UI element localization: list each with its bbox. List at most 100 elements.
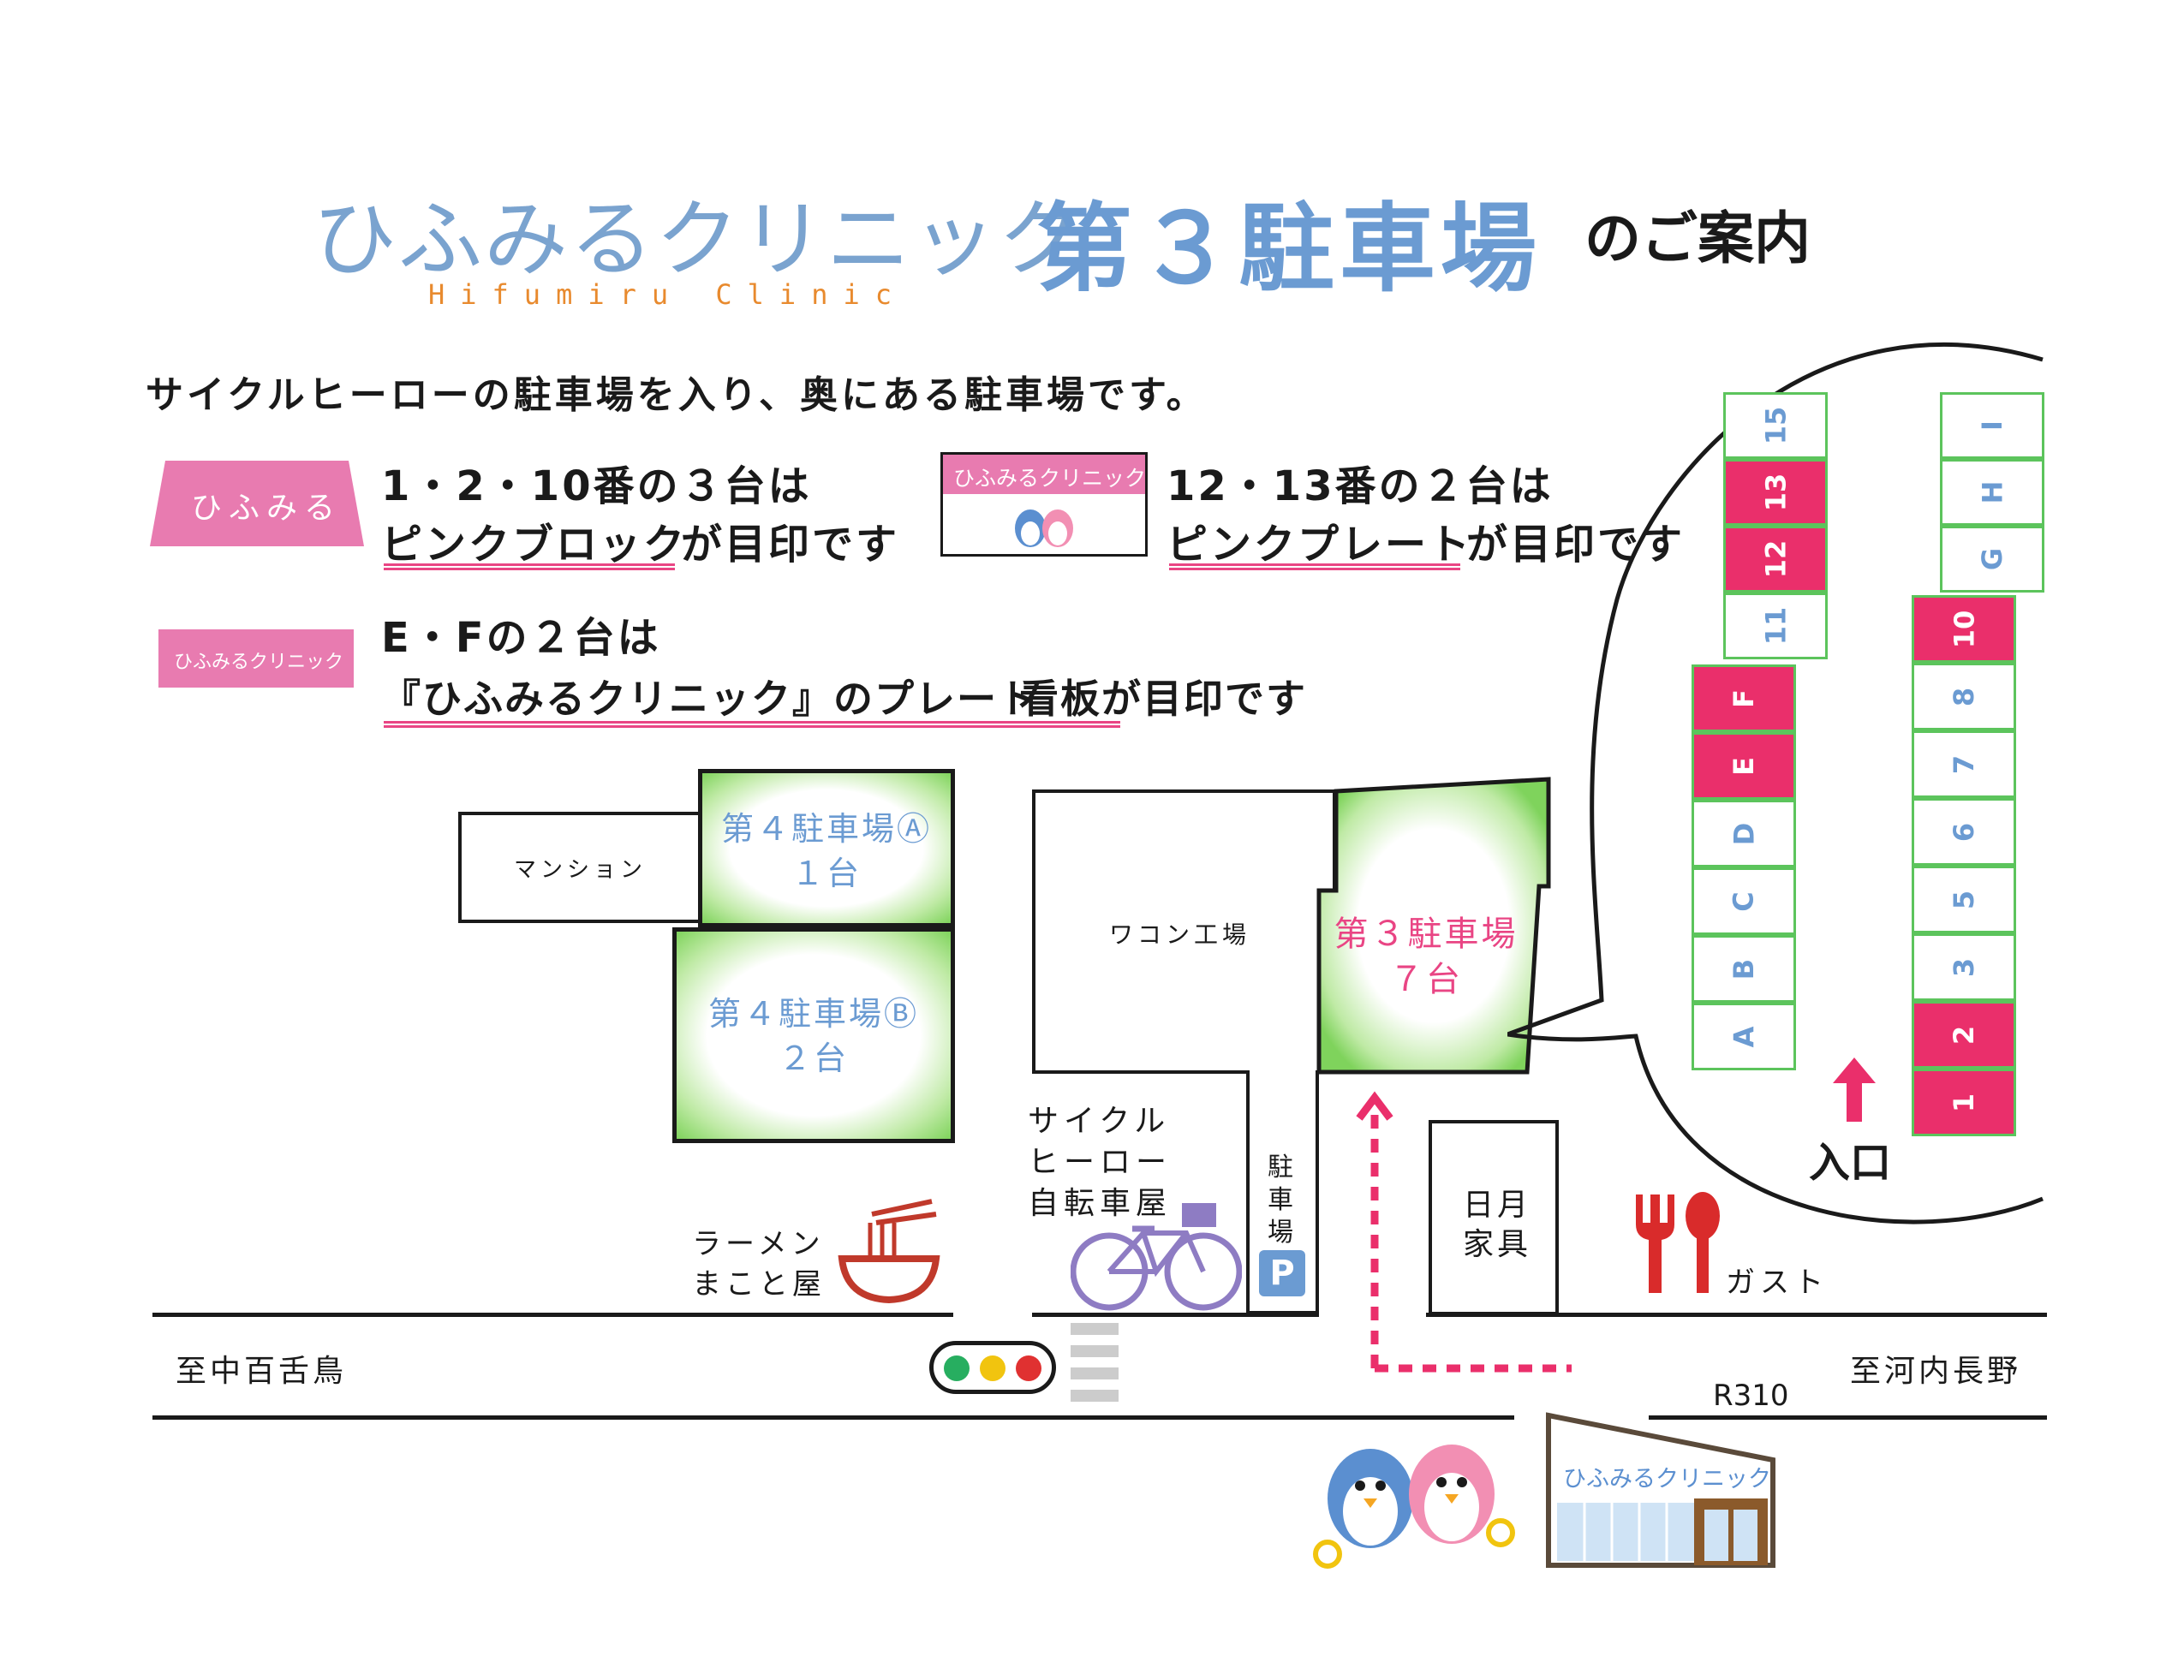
parking-stall-number: A xyxy=(1727,1026,1760,1047)
cycle-hero-line2: ヒーロー xyxy=(1028,1145,1173,1180)
parking-stall-number: 6 xyxy=(1947,822,1980,842)
page-title: 第３駐車場 xyxy=(1036,194,1542,305)
pink-plate-header xyxy=(943,455,1145,494)
parking-stall-number: 7 xyxy=(1947,754,1980,774)
furniture-store-line2: 家具 xyxy=(1463,1227,1532,1262)
clinic-plate-badge: ひふみるクリニック xyxy=(158,629,354,688)
parking-lot-4b-count: ２台 xyxy=(778,1040,849,1077)
rule2-highlight: ピンクプレート xyxy=(1167,521,1473,569)
side-parking-label: 駐車場 xyxy=(1268,1152,1298,1249)
clinic-name-english: Hifumiru Clinic xyxy=(428,278,907,311)
parking-stall-number: 3 xyxy=(1947,957,1980,977)
parking-stall-number: 10 xyxy=(1948,610,1980,648)
parking-lot-4b xyxy=(672,927,955,1143)
route-arrow xyxy=(1356,1091,1572,1373)
gusto-label: ガスト xyxy=(1726,1266,1829,1300)
parking-lot-4a-count: １台 xyxy=(791,855,862,892)
clinic-building-icon xyxy=(1546,1412,1775,1568)
cycle-hero-line3: 自転車屋 xyxy=(1028,1186,1173,1221)
road-top-left xyxy=(152,1313,953,1317)
pink-block-label: ひふみる xyxy=(191,491,343,526)
parking-stall-g: G xyxy=(1940,526,2044,593)
parking-stall-number: F xyxy=(1727,688,1760,708)
bicycle-icon xyxy=(1071,1203,1242,1311)
mansion-building xyxy=(458,812,702,923)
entrance-label: 入口 xyxy=(1809,1139,1892,1187)
road-top-right xyxy=(1426,1313,2047,1317)
cycle-hero-line1: サイクル xyxy=(1028,1104,1171,1139)
pink-plate-label: ひふみるクリニック xyxy=(953,466,1147,491)
parking-sign-letter: P xyxy=(1269,1254,1295,1293)
parking-stall-1: 1 xyxy=(1912,1069,2016,1136)
parking-stall-d: D xyxy=(1692,800,1796,867)
traffic-light-yellow xyxy=(980,1355,1005,1381)
rule1-line1: 1・2・10番の３台は xyxy=(381,462,812,510)
parking-lot-4b-name: 第４駐車場Ⓑ xyxy=(707,995,919,1033)
clinic-plate-label: ひふみるクリニック xyxy=(174,652,344,673)
road-bottom-left xyxy=(152,1415,1514,1420)
parking-stall-10: 10 xyxy=(1912,595,2016,663)
rule3-underline xyxy=(384,721,1120,728)
ramen-line1: ラーメン xyxy=(692,1227,825,1261)
traffic-light-red xyxy=(1016,1355,1041,1381)
parking-stall-h: H xyxy=(1940,459,2044,526)
parking-stall-number: I xyxy=(1976,420,2008,431)
parking-stall-number: D xyxy=(1728,822,1760,845)
parking-stall-number: G xyxy=(1975,547,2008,571)
clinic-name: ひふみるクリニック xyxy=(313,191,1084,289)
parking-stall-c: C xyxy=(1692,867,1796,935)
parking-stall-12: 12 xyxy=(1723,526,1828,593)
wagon-factory-building xyxy=(1032,789,1336,1074)
parking-stall-number: H xyxy=(1976,480,2008,504)
parking-stall-3: 3 xyxy=(1912,933,2016,1001)
restaurant-utensils-icon xyxy=(1636,1192,1720,1293)
direction-right-label: 至河内長野 xyxy=(1850,1354,2022,1389)
penguin-pair-icon xyxy=(1015,509,1073,547)
rule3-highlight: 『ひふみるクリニック』のプレート xyxy=(381,676,1039,722)
traffic-light-green xyxy=(944,1355,970,1381)
parking-stall-number: 11 xyxy=(1759,606,1792,646)
rule2-line1: 12・13番の２台は xyxy=(1167,462,1554,510)
rule1-underline xyxy=(384,563,675,570)
parking-stall-7: 7 xyxy=(1912,730,2016,798)
penguin-mascots-icon xyxy=(1313,1445,1515,1569)
rule2-underline xyxy=(1169,563,1460,570)
traffic-light-icon xyxy=(929,1341,1056,1394)
clinic-sign-label: ひふみるクリニック xyxy=(1563,1466,1771,1492)
parking-lot-3-count: ７台 xyxy=(1389,960,1463,999)
parking-stall-13: 13 xyxy=(1723,459,1828,526)
parking-stall-11: 11 xyxy=(1723,593,1828,659)
parking-lot-4a-name: 第４駐車場Ⓐ xyxy=(720,810,932,848)
parking-stall-number: 13 xyxy=(1759,473,1792,512)
parking-lot-3 xyxy=(1316,777,1551,1075)
rule1-highlight: ピンクブロック xyxy=(381,521,688,569)
parking-stall-number: E xyxy=(1727,756,1760,776)
intro-text: サイクルヒーローの駐車場を入り、奥にある駐車場です。 xyxy=(146,373,1208,417)
direction-left-label: 至中百舌鳥 xyxy=(176,1354,348,1389)
rule3-rest: 看板が目印です xyxy=(1019,676,1307,722)
wagon-factory-label: ワコン工場 xyxy=(1109,920,1251,949)
parking-stall-i: I xyxy=(1940,392,2044,459)
crosswalk-stripe xyxy=(1071,1367,1119,1379)
rule3-line1: E・Fの２台は xyxy=(381,614,661,662)
parking-sign: P xyxy=(1259,1250,1305,1296)
furniture-store-building xyxy=(1429,1120,1559,1315)
pink-block-badge: ひふみる xyxy=(150,461,364,546)
pink-block-shape xyxy=(150,461,364,546)
parking-stall-number: B xyxy=(1727,958,1760,980)
parking-stall-number: 5 xyxy=(1947,890,1980,909)
rule1-rest: が目印です xyxy=(681,521,900,569)
parking-stall-number: C xyxy=(1727,891,1760,912)
parking-stall-number: 1 xyxy=(1947,1093,1980,1112)
crosswalk-stripe xyxy=(1071,1390,1119,1402)
parking-stall-2: 2 xyxy=(1912,1001,2016,1069)
ramen-line2: まこと屋 xyxy=(692,1267,826,1302)
side-parking-text: 駐車場 xyxy=(1268,1153,1293,1248)
mansion-label: マンション xyxy=(514,857,647,883)
entrance-arrow-icon xyxy=(1833,1057,1876,1122)
route-number-label: R310 xyxy=(1713,1379,1789,1413)
parking-stall-15: 15 xyxy=(1723,392,1828,459)
furniture-store-line1: 日月 xyxy=(1463,1188,1532,1223)
page-title-suffix: のご案内 xyxy=(1584,206,1811,271)
road-bottom-right xyxy=(1649,1415,2047,1420)
